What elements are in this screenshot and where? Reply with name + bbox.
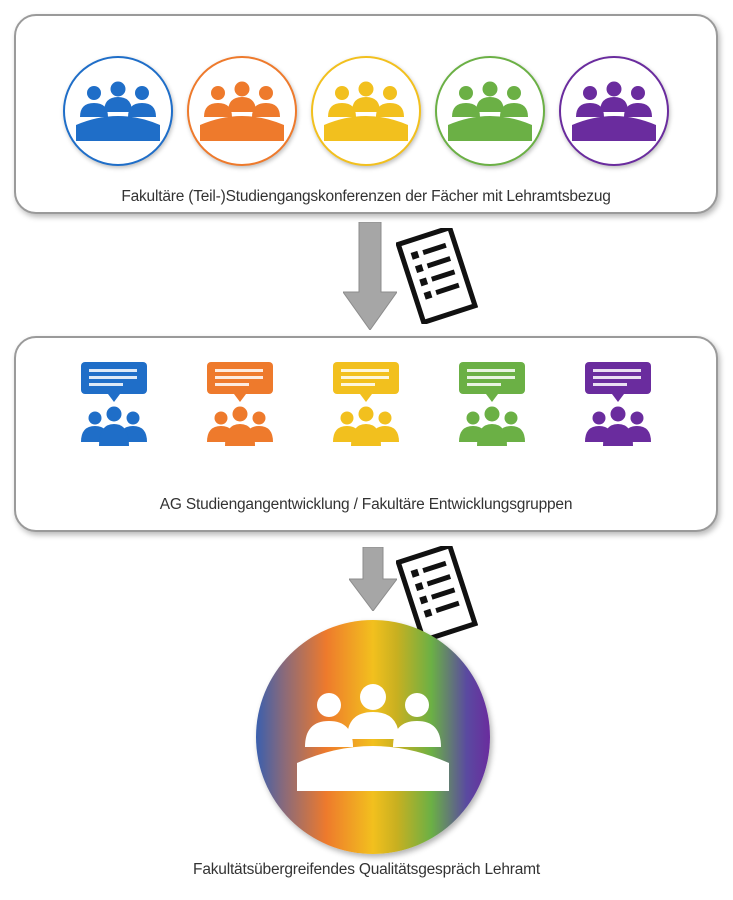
document-list-icon [396, 546, 478, 642]
panel-study-program-conferences: Fakultäre (Teil-)Studiengangskonferenzen… [14, 14, 718, 214]
bottom-label: Fakultätsübergreifendes Qualitätsgespräc… [193, 861, 540, 878]
document-list-icon [396, 228, 478, 324]
discussion-group-icon [207, 362, 273, 446]
conference-icons-row [16, 56, 716, 166]
discussion-group-icon [81, 362, 147, 446]
meeting-group-icon [435, 56, 545, 166]
down-arrow-icon [349, 547, 397, 611]
discussion-group-icon [585, 362, 651, 446]
meeting-group-icon [559, 56, 669, 166]
meeting-group-icon [63, 56, 173, 166]
meeting-group-icon [187, 56, 297, 166]
discussion-icons-row [16, 360, 716, 456]
meeting-group-icon [311, 56, 421, 166]
discussion-group-icon [459, 362, 525, 446]
top-panel-label: Fakultäre (Teil-)Studiengangskonferenzen… [121, 188, 611, 205]
quality-meeting-circle [256, 620, 490, 854]
discussion-group-icon [333, 362, 399, 446]
panel-development-groups: AG Studiengangentwicklung / Fakultäre En… [14, 336, 718, 532]
middle-panel-label: AG Studiengangentwicklung / Fakultäre En… [159, 496, 573, 513]
down-arrow-icon [343, 222, 397, 330]
meeting-group-icon [297, 684, 449, 791]
